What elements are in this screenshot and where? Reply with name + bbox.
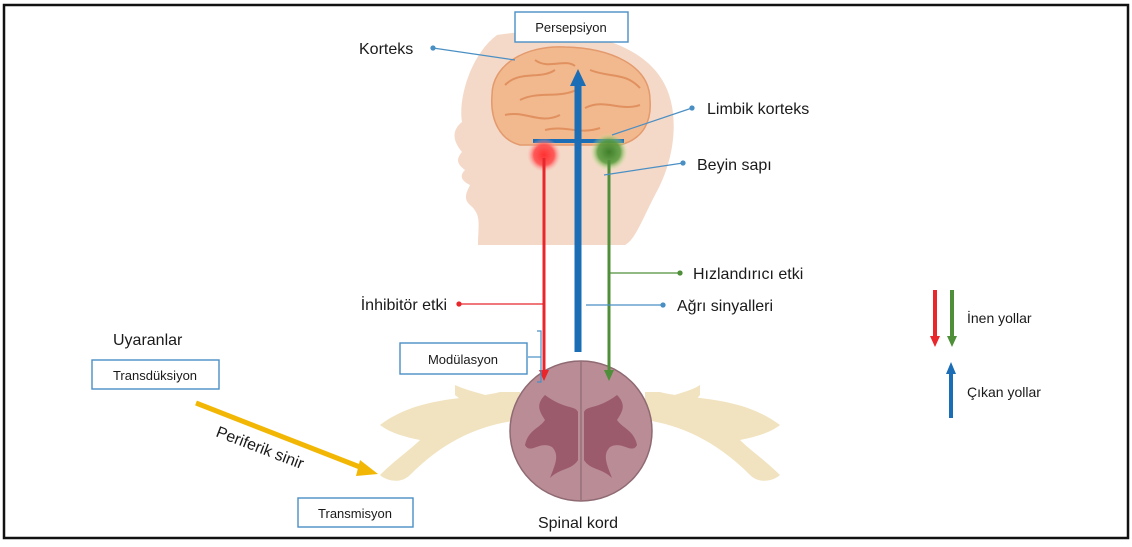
facilitating-effect-label: Hızlandırıcı etki	[693, 266, 803, 283]
legend-descending-label: İnen yollar	[967, 309, 1032, 326]
limbic-cortex-label: Limbik korteks	[707, 101, 809, 118]
spinal-cord-label: Spinal kord	[538, 515, 618, 532]
pain-signals-label: Ağrı sinyalleri	[677, 298, 773, 315]
modulation-label: Modülasyon	[428, 352, 498, 367]
brainstem-label: Beyin sapı	[697, 157, 772, 174]
transduction-label: Transdüksiyon	[113, 368, 197, 383]
perception-label: Persepsiyon	[535, 20, 607, 35]
legend-ascending-arrow	[946, 362, 956, 418]
stimuli-label: Uyaranlar	[113, 332, 183, 349]
peripheral-nerve-label: Periferik sinir	[214, 424, 307, 473]
legend-descending-red-arrow	[930, 290, 940, 347]
legend-ascending-label: Çıkan yollar	[967, 384, 1041, 400]
transmission-label: Transmisyon	[318, 506, 392, 521]
legend: İnen yollar Çıkan yollar	[930, 290, 1041, 418]
inhibitory-effect-label: İnhibitör etki	[361, 295, 447, 314]
spinal-cord-illustration	[380, 361, 780, 501]
legend-descending-green-arrow	[947, 290, 957, 347]
cortex-label: Korteks	[359, 41, 413, 58]
